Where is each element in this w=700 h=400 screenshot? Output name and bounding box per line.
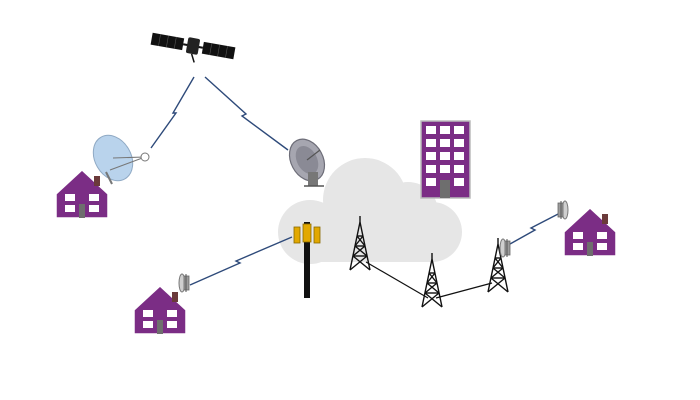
wireless-links — [150, 76, 563, 286]
microwave-antenna-icon — [178, 273, 190, 293]
microwave-antenna-icon — [499, 238, 511, 258]
house-icon — [133, 285, 187, 335]
link-tower2-to-tower3 — [435, 282, 493, 299]
link-tower1-to-tower2 — [365, 261, 429, 299]
home-satellite-dish-icon — [92, 134, 150, 185]
link-right-tower-to-house — [509, 211, 563, 245]
link-house-left-to-cell-tower — [189, 236, 293, 286]
house-icon — [563, 207, 617, 257]
satellite-icon — [150, 32, 236, 63]
office-building-icon — [420, 120, 471, 199]
link-satellite-to-home-dish — [150, 76, 195, 149]
wired-links — [365, 261, 493, 299]
link-satellite-to-earth-station — [204, 76, 289, 151]
microwave-antenna-icon — [557, 200, 569, 220]
cloud-icon — [278, 158, 462, 264]
cell-tower-icon — [293, 222, 321, 298]
satellite-dish-icon — [288, 138, 326, 187]
house-icon — [55, 169, 109, 219]
